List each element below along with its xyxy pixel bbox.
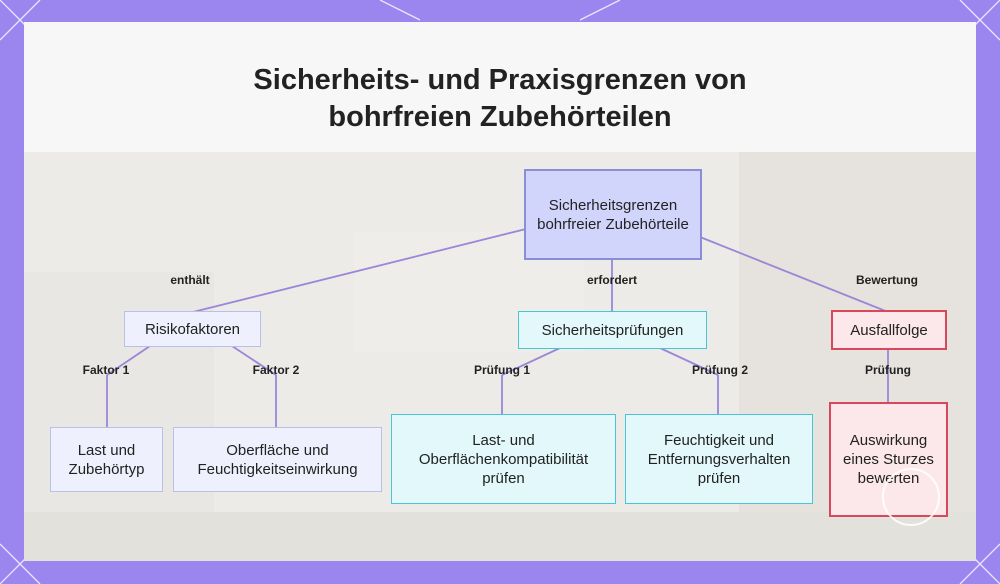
node-feuchtigkeit-pruefen-label: Feuchtigkeit und Entfernungsverhalten pr… [647,431,791,487]
node-sicherheitspruefungen: Sicherheitsprüfungen [518,311,707,349]
edge-root-risiko [192,228,527,313]
edge-risiko-last [106,345,151,376]
title-line-2: bohrfreien Zubehörteilen [328,101,672,133]
title-line-1: Sicherheits- und Praxisgrenzen von [253,64,747,96]
node-last-zubehoertyp: Last und Zubehörtyp [50,427,163,492]
edge-label-faktor2: Faktor 2 [252,363,300,377]
edge-label-pruefung1: Prüfung 1 [474,363,530,377]
node-oberflaeche-label: Oberfläche und Feuchtigkeitseinwirkung [197,441,358,478]
edge-pruefungen-feuchtigkeit [659,347,719,376]
node-feuchtigkeit-pruefen: Feuchtigkeit und Entfernungsverhalten pr… [625,414,813,504]
edge-label-pruefung: Prüfung [865,363,911,377]
edge-label-bewertung: Bewertung [855,273,919,287]
node-risikofaktoren: Risikofaktoren [124,311,261,347]
edge-pruefungen-last [501,347,561,376]
node-sicherheitspruefungen-label: Sicherheitsprüfungen [541,321,684,339]
node-risikofaktoren-label: Risikofaktoren [144,320,241,338]
diagram-card [24,22,976,561]
watermark-logo [882,468,940,526]
edge-label-faktor1: Faktor 1 [82,363,130,377]
node-ausfallfolge-label: Ausfallfolge [850,321,928,339]
node-last-pruefen-label: Last- und Oberflächenkompatibilität prüf… [418,431,589,487]
node-last-pruefen: Last- und Oberflächenkompatibilität prüf… [391,414,616,504]
diagram-title: Sicherheits- und Praxisgrenzen von bohrf… [0,62,1000,136]
edge-label-enthaelt: enthält [170,273,210,287]
edge-label-pruefung2: Prüfung 2 [692,363,748,377]
edge-root-ausfall [699,236,889,313]
node-root-label: Sicherheitsgrenzen bohrfreier Zubehörtei… [537,196,689,233]
node-root: Sicherheitsgrenzen bohrfreier Zubehörtei… [524,169,702,260]
edge-label-erfordert: erfordert [586,273,638,287]
node-ausfallfolge: Ausfallfolge [831,310,947,350]
edge-risiko-oberflaeche [231,345,277,376]
node-last-zubehoertyp-label: Last und Zubehörtyp [68,441,145,478]
node-oberflaeche: Oberfläche und Feuchtigkeitseinwirkung [173,427,382,492]
